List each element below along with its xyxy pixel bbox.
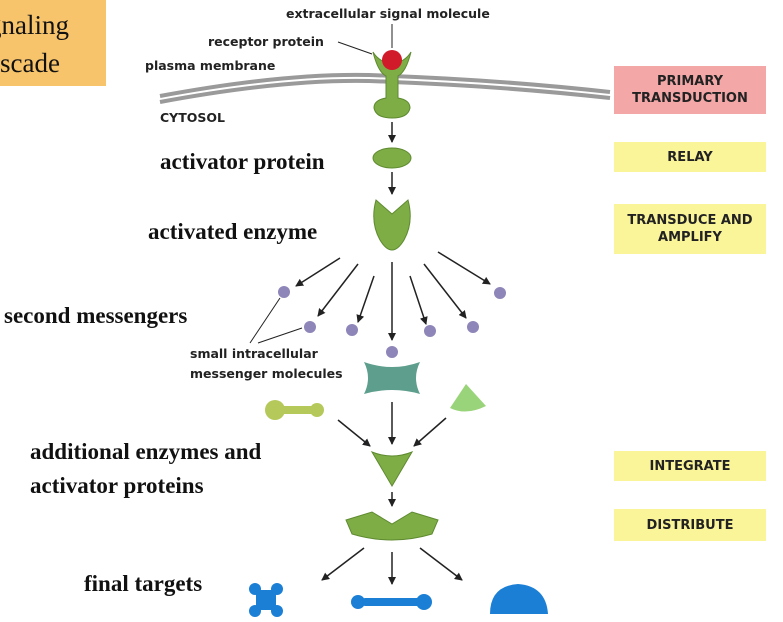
light-green-protein-shape	[450, 384, 486, 412]
stage-integrate: INTEGRATE	[614, 451, 766, 481]
title-line-1: gnaling	[0, 10, 69, 40]
stage-integrate-text: INTEGRATE	[649, 458, 731, 474]
second-messenger-molecules	[278, 286, 506, 358]
receptor-protein-label: receptor protein	[208, 34, 324, 49]
messenger-pointer-1	[249, 297, 281, 344]
stage-distribute: DISTRIBUTE	[614, 509, 766, 541]
integrating-protein-shape	[370, 450, 414, 487]
stage-transduce-amplify-text: TRANSDUCE AND AMPLIFY	[627, 213, 753, 245]
activator-protein-shape	[372, 147, 412, 169]
activated-enzyme-shape	[373, 199, 411, 251]
receptor-pointer	[337, 41, 373, 55]
target-dumbbell-shape	[351, 594, 432, 610]
small-messengers-label-2: messenger molecules	[190, 366, 343, 381]
distributing-protein-shape	[345, 511, 439, 541]
stage-transduce-amplify: TRANSDUCE AND AMPLIFY	[614, 204, 766, 254]
activated-enzyme-label: activated enzyme	[148, 219, 318, 244]
distribute-arrows	[321, 547, 463, 585]
title-line-2: ascade	[0, 48, 60, 78]
signal-molecule-label: extracellular signal molecule	[286, 6, 490, 21]
signal-molecule-shape	[382, 50, 402, 70]
dumbbell-protein-shape	[265, 400, 324, 420]
amplification-arrows	[295, 251, 491, 341]
stage-distribute-text: DISTRIBUTE	[646, 517, 734, 533]
activator-protein-label: activator protein	[160, 149, 325, 174]
integrate-arrows	[337, 402, 447, 447]
stage-primary-transduction-text: PRIMARY TRANSDUCTION	[632, 74, 748, 106]
target-cross-shape	[249, 583, 283, 617]
cytosol-label: CYTOSOL	[160, 110, 225, 125]
target-dome-shape	[490, 584, 548, 614]
stage-relay: RELAY	[614, 142, 766, 172]
final-targets-label: final targets	[84, 571, 203, 596]
small-messengers-label-1: small intracellular	[190, 346, 318, 361]
additional-enzymes-label-1: additional enzymes and	[30, 439, 262, 464]
stage-primary-transduction: PRIMARY TRANSDUCTION	[614, 66, 766, 114]
cascade-title-box: gnaling ascade	[0, 0, 106, 86]
stage-relay-text: RELAY	[667, 149, 713, 165]
messenger-pointer-2	[257, 327, 303, 344]
second-messengers-label: second messengers	[4, 303, 188, 328]
teal-cross-protein-shape	[364, 362, 420, 394]
additional-enzymes-label-2: activator proteins	[30, 473, 204, 498]
plasma-membrane-label: plasma membrane	[145, 58, 276, 73]
